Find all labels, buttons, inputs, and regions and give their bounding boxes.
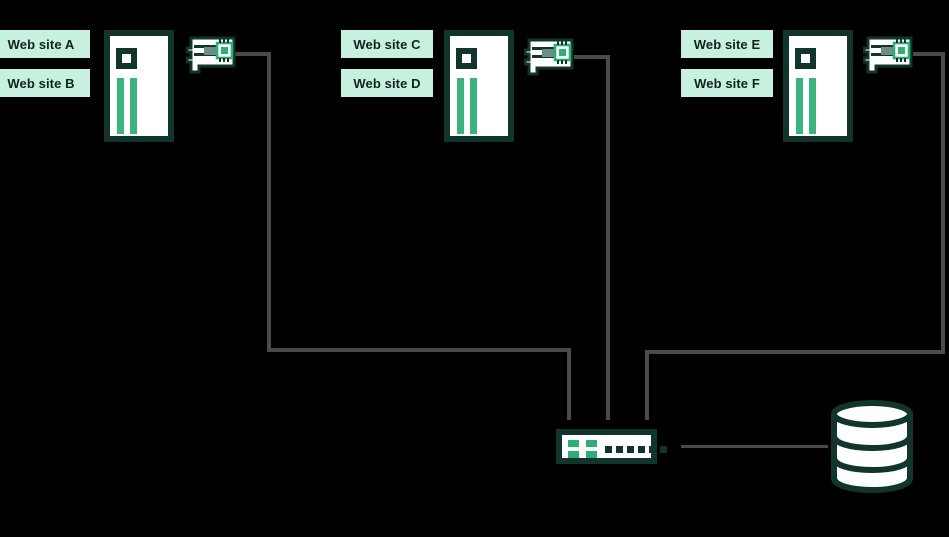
server-tower-icon-middle[interactable] xyxy=(444,30,514,142)
server-tower-icon-left[interactable] xyxy=(104,30,174,142)
label-web-site-c: Web site C xyxy=(341,30,433,58)
server-led-middle xyxy=(456,48,477,69)
switch-led-4 xyxy=(586,451,597,458)
server-bar-right-1 xyxy=(796,78,803,134)
switch-port-6 xyxy=(660,446,667,453)
server-led-inner-right xyxy=(801,54,810,63)
switch-led-1 xyxy=(568,440,579,447)
wire-left-segment-4 xyxy=(567,348,571,420)
label-web-site-e-text: Web site E xyxy=(693,36,761,52)
database-cylinder-icon[interactable] xyxy=(828,398,916,494)
server-bar-right-2 xyxy=(809,78,816,134)
label-web-site-b-text: Web site B xyxy=(7,75,75,91)
server-bar-left-1 xyxy=(117,78,124,134)
server-tower-icon-right[interactable] xyxy=(783,30,853,142)
wire-switch-to-database xyxy=(681,445,828,448)
wire-middle-segment-1 xyxy=(574,55,610,59)
wire-right-segment-3 xyxy=(645,350,945,354)
label-web-site-c-text: Web site C xyxy=(353,36,421,52)
wire-right-segment-2 xyxy=(941,52,945,352)
switch-port-5 xyxy=(649,446,656,453)
switch-port-2 xyxy=(616,446,623,453)
wire-left-segment-2 xyxy=(267,52,271,350)
server-bar-left-2 xyxy=(130,78,137,134)
switch-led-3 xyxy=(568,451,579,458)
label-web-site-d: Web site D xyxy=(341,69,433,97)
network-card-icon-middle[interactable] xyxy=(524,38,574,76)
label-web-site-b: Web site B xyxy=(0,69,90,97)
label-web-site-a: Web site A xyxy=(0,30,90,58)
label-web-site-d-text: Web site D xyxy=(353,75,421,91)
label-web-site-a-text: Web site A xyxy=(7,36,75,52)
server-led-inner-middle xyxy=(462,54,471,63)
label-web-site-f-text: Web site F xyxy=(694,75,760,91)
server-led-right xyxy=(795,48,816,69)
server-led-left xyxy=(116,48,137,69)
switch-port-4 xyxy=(638,446,645,453)
switch-port-3 xyxy=(627,446,634,453)
server-bar-middle-2 xyxy=(470,78,477,134)
label-web-site-f: Web site F xyxy=(681,69,773,97)
label-web-site-e: Web site E xyxy=(681,30,773,58)
wire-left-segment-3 xyxy=(267,348,571,352)
server-bar-middle-1 xyxy=(457,78,464,134)
server-led-inner-left xyxy=(122,54,131,63)
wire-right-segment-4 xyxy=(645,350,649,420)
wire-middle-segment-2 xyxy=(606,55,610,420)
switch-port-1 xyxy=(605,446,612,453)
wire-right-segment-1 xyxy=(913,52,945,56)
wire-left-segment-1 xyxy=(235,52,271,56)
network-switch-icon[interactable] xyxy=(556,429,667,464)
switch-led-2 xyxy=(586,440,597,447)
network-card-icon-left[interactable] xyxy=(186,36,236,74)
network-card-icon-right[interactable] xyxy=(863,36,913,74)
